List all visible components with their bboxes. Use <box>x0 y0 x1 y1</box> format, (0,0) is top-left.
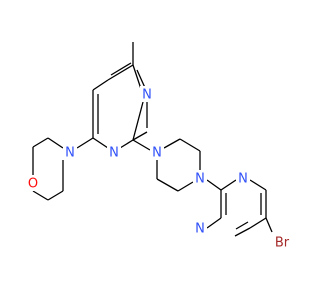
bond-pyr-n2-c1 <box>132 64 142 90</box>
bonds <box>32 42 273 237</box>
atom-o-morpholine: O <box>26 175 40 192</box>
bond-pyr-n2-c2-b <box>132 101 144 141</box>
bond-morph-2 <box>32 137 49 148</box>
svg-text:N: N <box>238 172 248 187</box>
bond-pyr-c6-c5-double <box>110 62 132 76</box>
atom-n-pyrimidine-1: N <box>107 144 121 161</box>
bond-pip-4 <box>177 181 194 192</box>
molecule-structure: N N N O N N <box>26 42 294 251</box>
bond-pip-1 <box>163 138 181 149</box>
atom-n-piperazine-1: N <box>150 144 164 161</box>
bond-c-br <box>265 217 273 233</box>
bond-brpyr-5-double <box>235 221 249 230</box>
bond-pip-brpyr <box>206 179 222 191</box>
bond-pip-5 <box>156 178 179 192</box>
svg-text:N: N <box>195 172 205 187</box>
bond-pyr-c3-n1 <box>92 137 109 149</box>
bond-morph-1 <box>47 137 64 149</box>
bond-brpyr-2 <box>249 179 267 191</box>
atom-n-piperazine-2: N <box>193 170 207 187</box>
atom-n-morpholine: N <box>63 144 77 161</box>
bond-morph-5 <box>47 190 64 201</box>
svg-text:N: N <box>109 146 119 161</box>
atom-n-bromopyrimidine-2: N <box>193 220 207 237</box>
atom-n-pyrimidine-2: N <box>140 86 154 103</box>
svg-text:N: N <box>152 146 162 161</box>
bond-brpyr-4 <box>249 217 267 229</box>
bond-pyr-pip <box>132 139 151 151</box>
bond-pyr-n1-c2 <box>119 139 134 149</box>
svg-text:Br: Br <box>275 236 290 251</box>
bond-brpyr-1 <box>220 179 237 191</box>
bond-morph-4 <box>32 190 49 201</box>
atom-br: Br <box>270 234 294 251</box>
bond-pyr-c5-c4 <box>92 79 109 91</box>
bond-pyr-morph <box>76 137 94 149</box>
structure-drawing: N N N O N N <box>26 42 294 251</box>
atom-n-bromopyrimidine-1: N <box>236 170 250 187</box>
bond-pip-2 <box>179 138 201 152</box>
svg-text:N: N <box>195 222 205 237</box>
bond-brpyr-7 <box>206 217 222 229</box>
bond-pyr-c6-c5 <box>107 64 134 81</box>
bond-brpyr-5 <box>234 227 251 237</box>
svg-text:O: O <box>28 177 38 192</box>
atom-labels: N N N O N N <box>26 86 294 251</box>
bond-pyr-c2-n-pip-link <box>132 131 148 141</box>
svg-text:N: N <box>142 88 152 103</box>
svg-text:N: N <box>65 146 75 161</box>
